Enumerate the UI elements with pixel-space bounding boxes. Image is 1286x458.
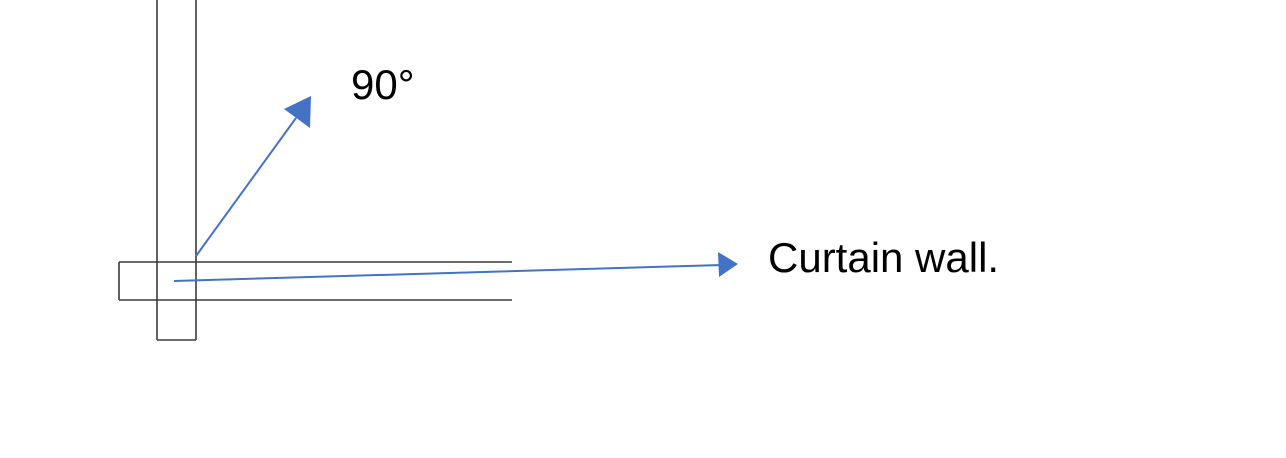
curtain-wall-arrow xyxy=(173,252,738,282)
curtain-wall-arrowhead xyxy=(718,252,738,277)
angle-arrowhead xyxy=(284,96,311,128)
vertical-wall-outline xyxy=(156,0,197,341)
horizontal-wall-outline xyxy=(118,261,512,301)
curtain-wall-label: Curtain wall. xyxy=(768,234,999,281)
angle-label: 90° xyxy=(351,61,415,108)
angle-arrow xyxy=(195,96,311,257)
